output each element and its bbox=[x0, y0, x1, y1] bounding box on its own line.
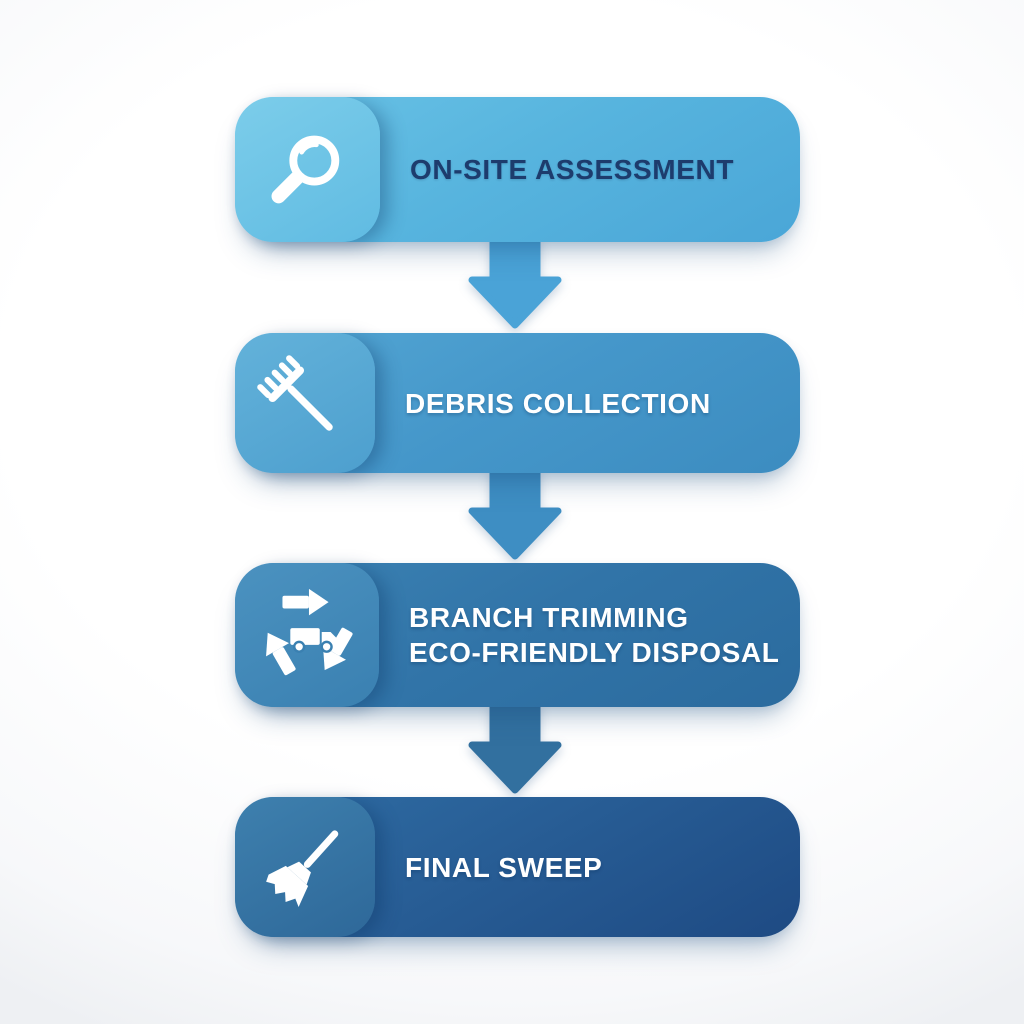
step-label-line-2: ECO-FRIENDLY DISPOSAL bbox=[409, 637, 780, 668]
step-icon-tile bbox=[235, 563, 379, 707]
step-icon-tile bbox=[235, 333, 375, 473]
step-label: ON-SITE ASSESSMENT bbox=[410, 154, 735, 185]
down-arrow-icon bbox=[465, 469, 565, 561]
recycle-truck-icon bbox=[253, 581, 361, 689]
step-box-debris-collection: DEBRIS COLLECTION bbox=[235, 333, 800, 473]
step-label-line-1: BRANCH TRIMMING bbox=[409, 602, 689, 633]
rake-icon bbox=[254, 352, 356, 454]
magnifier-icon bbox=[266, 128, 350, 212]
down-arrow-icon bbox=[465, 238, 565, 330]
step-label: DEBRIS COLLECTION bbox=[405, 387, 711, 419]
down-arrow-icon bbox=[465, 703, 565, 795]
step-icon-tile bbox=[235, 97, 380, 242]
broom-icon bbox=[255, 817, 355, 917]
step-box-final-sweep: FINAL SWEEP bbox=[235, 797, 800, 937]
step-icon-tile bbox=[235, 797, 375, 937]
step-label: FINAL SWEEP bbox=[405, 851, 603, 883]
step-box-branch-trimming-disposal: BRANCH TRIMMING ECO-FRIENDLY DISPOSAL bbox=[235, 563, 800, 707]
step-box-onsite-assessment: ON-SITE ASSESSMENT bbox=[235, 97, 800, 242]
